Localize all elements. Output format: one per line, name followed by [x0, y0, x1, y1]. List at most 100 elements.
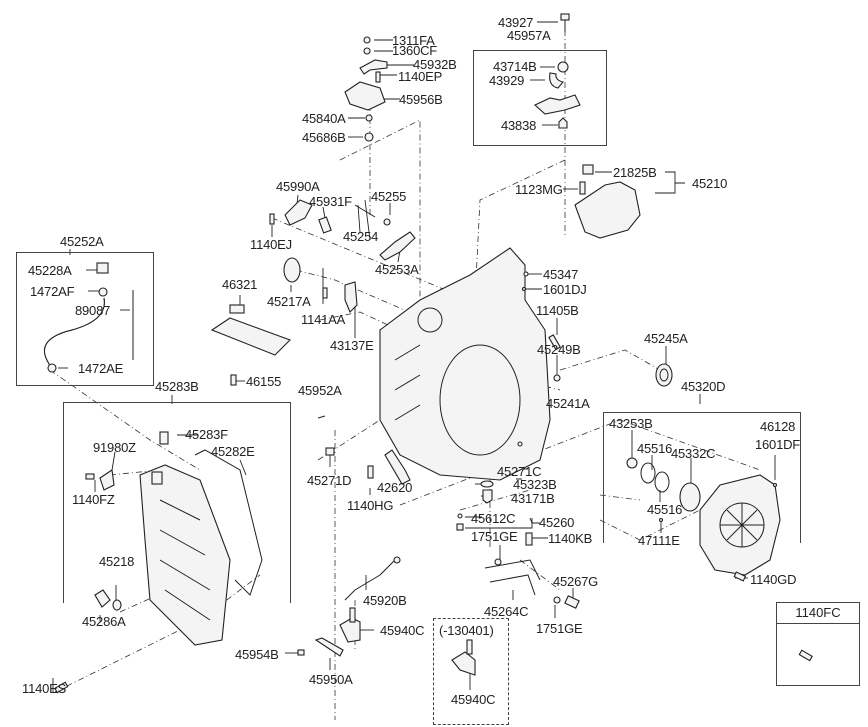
part-label[interactable]: 45952A [298, 383, 342, 398]
part-label[interactable]: 1140KB [548, 531, 593, 546]
part-label[interactable]: 46155 [246, 374, 282, 389]
part-label[interactable]: 1140GD [750, 572, 797, 587]
part-label[interactable]: 1140ES [22, 681, 67, 696]
part-label[interactable]: 45323B [513, 477, 557, 492]
oring-1751GE-icon [553, 596, 561, 604]
part-label[interactable]: 45320D [681, 379, 726, 394]
bolt-43927-icon [560, 13, 570, 21]
part-label[interactable]: 1141AA [301, 312, 346, 327]
part-label[interactable]: 45271C [497, 464, 542, 479]
part-label[interactable]: 45950A [309, 672, 353, 687]
part-label[interactable]: 45286A [82, 614, 126, 629]
part-label[interactable]: 45264C [484, 604, 529, 619]
part-label[interactable]: 45271D [307, 473, 352, 488]
part-label[interactable]: 11405B [536, 303, 579, 318]
part-label[interactable]: 45686B [302, 130, 346, 145]
part-label[interactable]: 42620 [377, 480, 413, 495]
part-label[interactable]: 45931F [309, 194, 352, 209]
part-label[interactable]: 1601DF [755, 437, 801, 452]
bolt-1140KB-icon [525, 532, 533, 546]
sensor-45940C-alt-icon [451, 651, 476, 676]
part-label[interactable]: 45332C [671, 446, 716, 461]
part-label[interactable]: 45255 [371, 189, 407, 204]
washer-1360CF-icon [363, 47, 371, 55]
part-label[interactable]: 45241A [546, 396, 590, 411]
part-label[interactable]: 47111E [638, 533, 680, 548]
part-label[interactable]: 45210 [692, 176, 728, 191]
part-label[interactable]: 45252A [60, 234, 104, 249]
part-label[interactable]: 43171B [511, 491, 555, 506]
part-label[interactable]: 1140HG [347, 498, 394, 513]
part-label[interactable]: (-130401) [439, 623, 494, 638]
part-label[interactable]: 45282E [211, 444, 255, 459]
part-label[interactable]: 45612C [471, 511, 516, 526]
oring-45516-icon [640, 462, 656, 484]
part-label[interactable]: 1123MG [515, 182, 563, 197]
part-label[interactable]: 43927 [498, 15, 534, 30]
part-label[interactable]: 45253A [375, 262, 419, 277]
legend-part-number: 1140FC [777, 603, 859, 624]
part-label[interactable]: 89087 [75, 303, 111, 318]
part-label[interactable]: 45940C [380, 623, 425, 638]
part-label[interactable]: 45956B [399, 92, 443, 107]
part-label[interactable]: 45347 [543, 267, 579, 282]
part-label[interactable]: 1140EP [398, 69, 443, 84]
part-label[interactable]: 45957A [507, 28, 551, 43]
part-label[interactable]: 43714B [493, 59, 537, 74]
bolt-1141AA-icon [322, 287, 328, 299]
plug-45267G-icon [564, 595, 580, 609]
part-label[interactable]: 1751GE [536, 621, 583, 636]
part-label[interactable]: 45920B [363, 593, 407, 608]
legend-box-1140FC: 1140FC [776, 602, 860, 686]
part-label[interactable]: 45260 [539, 515, 575, 530]
case-bell-opening [439, 344, 521, 456]
part-label[interactable]: 45218 [99, 554, 135, 569]
pipe-45264C-icon [484, 559, 541, 596]
plug-43171B-icon [482, 489, 493, 504]
bolt-45283F-icon [159, 431, 169, 445]
filter-46321-icon [210, 317, 291, 356]
seal-45840A-icon [365, 114, 373, 122]
part-label[interactable]: 1311FA [392, 33, 435, 48]
part-label[interactable]: 21825B [613, 165, 657, 180]
part-label[interactable]: 46128 [760, 419, 796, 434]
part-label[interactable]: 45217A [267, 294, 311, 309]
part-label[interactable]: 45245A [644, 331, 688, 346]
part-label[interactable]: 1140FZ [72, 492, 115, 507]
fitting-45228A-icon [96, 262, 109, 274]
part-label[interactable]: 45267G [553, 574, 599, 589]
part-label[interactable]: 45283F [185, 427, 228, 442]
switch-45956B-icon [344, 81, 386, 111]
part-label[interactable]: 43929 [489, 73, 525, 88]
part-label[interactable]: 45990A [276, 179, 320, 194]
part-label[interactable]: 43253B [609, 416, 653, 431]
lever-45932B-icon [359, 59, 388, 75]
part-label[interactable]: 45516 [637, 441, 673, 456]
part-label[interactable]: 1601DJ [543, 282, 587, 297]
filter-inlet-icon [229, 304, 245, 314]
part-label[interactable]: 43838 [501, 118, 537, 133]
part-label[interactable]: 45254 [343, 229, 379, 244]
bolt-1140EP-icon [375, 71, 381, 83]
oil-pan-45280-icon [139, 464, 231, 646]
part-label[interactable]: 45228A [28, 263, 72, 278]
part-label[interactable]: 45932B [413, 57, 457, 72]
part-label[interactable]: 1360CF [392, 43, 438, 58]
part-label[interactable]: 45954B [235, 647, 279, 662]
part-label[interactable]: 43137E [330, 338, 374, 353]
part-label[interactable]: 45840A [302, 111, 346, 126]
bolt-1140EJ-icon [269, 213, 275, 225]
part-label[interactable]: 45249B [537, 342, 581, 357]
part-label[interactable]: 91980Z [93, 440, 136, 455]
part-label[interactable]: 1140EJ [250, 237, 292, 252]
part-label[interactable]: 1472AE [78, 361, 124, 376]
group-box-45320D [603, 412, 801, 543]
part-label[interactable]: 1472AF [30, 284, 75, 299]
part-label[interactable]: 45516 [647, 502, 683, 517]
part-label[interactable]: 1751GE [471, 529, 518, 544]
part-label[interactable]: 45283B [155, 379, 199, 394]
part-label[interactable]: 45940C [451, 692, 496, 707]
part-label[interactable]: 46321 [222, 277, 258, 292]
